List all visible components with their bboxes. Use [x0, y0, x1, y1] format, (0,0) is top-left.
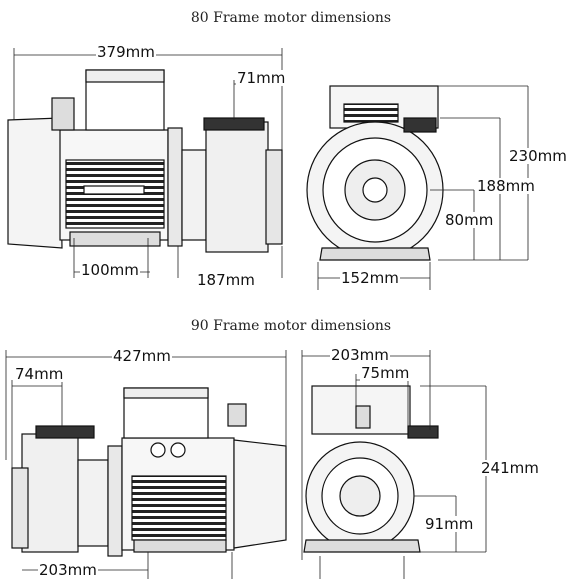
frame80-side-view: [7, 69, 283, 253]
frame90-shaft-height: 91mm: [424, 515, 475, 533]
frame90-side-wet-end: 74mm: [14, 365, 65, 383]
frame80-shaft-height: 80mm: [444, 211, 495, 229]
frame80-base-width: 152mm: [340, 269, 400, 287]
frame80-foot-spacing: 100mm: [80, 261, 140, 279]
frame80-center-to-end: 187mm: [196, 271, 256, 289]
frame90-overall-height: 241mm: [480, 459, 540, 477]
frame80-title: 80 Frame motor dimensions: [190, 10, 392, 26]
frame90-port-offset: 75mm: [360, 364, 411, 382]
frame80-side-wet-end: 71mm: [236, 69, 287, 87]
frame90-overall-length: 427mm: [112, 347, 172, 365]
frame80-overall-length: 379mm: [96, 43, 156, 61]
frame80-front-view: [306, 85, 444, 261]
frame90-title: 90 Frame motor dimensions: [190, 318, 392, 334]
frame90-end-to-foot: 203mm: [38, 561, 98, 579]
frame80-overall-height: 230mm: [508, 147, 568, 165]
frame90-side-view: [11, 387, 287, 557]
frame90-front-width: 203mm: [330, 346, 390, 364]
frame90-front-view: [303, 385, 439, 553]
frame80-mid-height: 188mm: [476, 177, 536, 195]
